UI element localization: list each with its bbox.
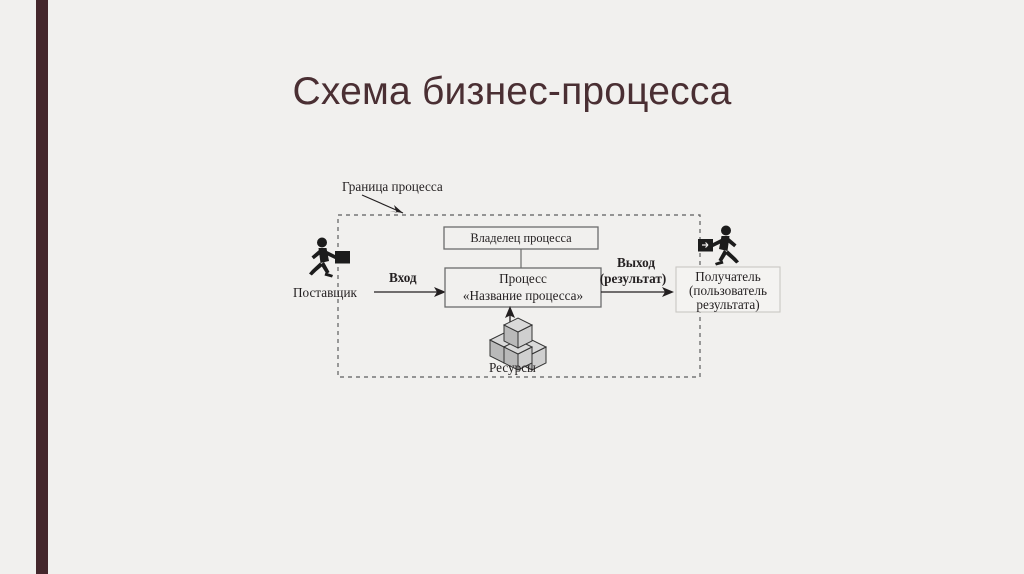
recipient-person-icon [698, 225, 739, 266]
resources-label: Ресурсы [489, 360, 536, 375]
process-box-line2: «Название процесса» [463, 288, 583, 303]
output-label-line2: (результат) [600, 271, 667, 286]
left-accent-bar [36, 0, 48, 574]
boundary-leader-arrow [361, 194, 404, 214]
boundary-label: Граница процесса [342, 179, 443, 194]
output-arrow [601, 287, 674, 297]
recipient-box [675, 266, 781, 313]
process-box [444, 267, 602, 308]
input-arrow [374, 287, 446, 297]
recipient-line2: (пользователь [689, 283, 767, 298]
process-owner-label: Владелец процесса [470, 231, 572, 245]
supplier-label: Поставщик [293, 285, 358, 300]
business-process-diagram: Поставщик Вход Граница процесса Владелец… [270, 175, 810, 400]
process-box-line1: Процесс [499, 271, 547, 286]
recipient-line3: результата) [696, 297, 759, 312]
output-label-line1: Выход [617, 255, 655, 270]
supplier-person-icon [309, 237, 350, 278]
input-label: Вход [389, 270, 417, 285]
page-title: Схема бизнес-процесса [292, 70, 732, 113]
resources-cubes-icon [488, 317, 548, 371]
recipient-line1: Получатель [695, 269, 760, 284]
